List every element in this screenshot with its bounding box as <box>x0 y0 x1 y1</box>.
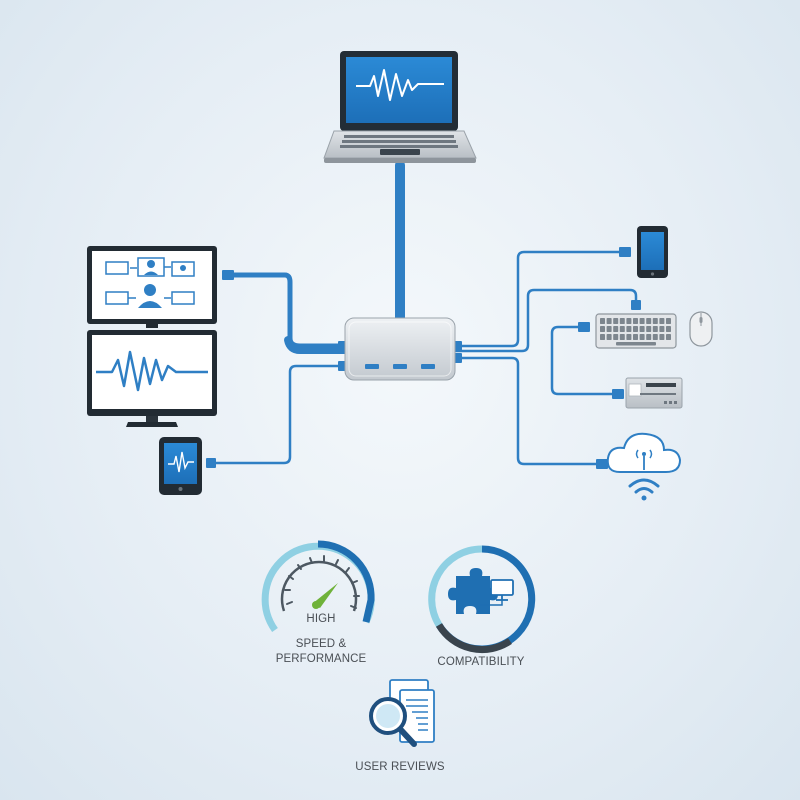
laptop-icon <box>323 51 477 163</box>
cable-tablet <box>210 364 347 465</box>
keyboard-icon <box>595 313 677 349</box>
keyboard-key <box>619 318 625 324</box>
keyboard-key <box>646 334 652 340</box>
keyboard-key <box>633 334 638 340</box>
keyboard-key <box>619 326 625 332</box>
keyboard-key <box>659 334 665 340</box>
cable-keyboard <box>453 288 638 353</box>
usb-hub-icon <box>344 317 456 381</box>
puzzle-icon <box>428 545 536 654</box>
keyboard-key <box>600 326 605 332</box>
tablet-icon <box>159 437 202 495</box>
cable-phone <box>453 250 627 348</box>
keyboard-key <box>613 334 619 340</box>
keyboard-key <box>666 334 671 340</box>
keyboard-key <box>646 326 652 332</box>
speed-label-line-1: HIGH <box>306 613 336 625</box>
cable-monitor-top <box>225 272 348 349</box>
keyboard-key <box>606 334 612 340</box>
keyboard-key <box>639 318 645 324</box>
cables <box>210 160 638 466</box>
keyboard-key <box>606 326 612 332</box>
keyboard-key <box>626 334 632 340</box>
keyboard-key <box>639 326 645 332</box>
card-reader-icon <box>625 377 683 409</box>
user-reviews-label-line-1: USER REVIEWS <box>355 761 445 773</box>
keyboard-key <box>646 318 652 324</box>
keyboard-key <box>613 318 619 324</box>
keyboard-key <box>600 334 605 340</box>
compatibility-label-line-1: COMPATIBILITY <box>437 656 525 668</box>
mouse-icon <box>689 311 713 347</box>
cable-monitor-top-thick <box>284 336 349 354</box>
magnifier-document-icon <box>369 679 435 747</box>
cable-cloud <box>453 356 600 466</box>
cable-card-reader <box>550 325 617 396</box>
keyboard-key <box>659 326 665 332</box>
waveform-monitor-icon <box>87 330 217 427</box>
speed-label-line-3: PERFORMANCE <box>275 653 367 665</box>
smartphone-icon <box>637 226 668 278</box>
keyboard-key <box>659 318 665 324</box>
keyboard-key <box>633 326 638 332</box>
keyboard-key <box>619 334 625 340</box>
keyboard-key <box>639 334 645 340</box>
monitor-icon <box>87 246 217 328</box>
keyboard-key <box>666 326 671 332</box>
keyboard-key <box>626 326 632 332</box>
speedometer-icon <box>261 540 375 633</box>
user-reviews-label: USER REVIEWS <box>340 760 460 775</box>
keyboard-spacebar <box>616 342 656 346</box>
keyboard-key <box>626 318 632 324</box>
compatibility-label: COMPATIBILITY <box>418 655 544 670</box>
keyboard-key <box>606 318 612 324</box>
keyboard-key <box>652 318 658 324</box>
keyboard-key <box>633 318 638 324</box>
keyboard-key <box>652 326 658 332</box>
speed-label-line-2: SPEED & <box>295 638 347 650</box>
keyboard-key <box>600 318 605 324</box>
keyboard-key <box>613 326 619 332</box>
cloud-wifi-icon <box>606 432 682 501</box>
keyboard-key <box>666 318 671 324</box>
keyboard-key <box>652 334 658 340</box>
speed-performance-label: HIGH SPEED & PERFORMANCE <box>258 612 384 667</box>
